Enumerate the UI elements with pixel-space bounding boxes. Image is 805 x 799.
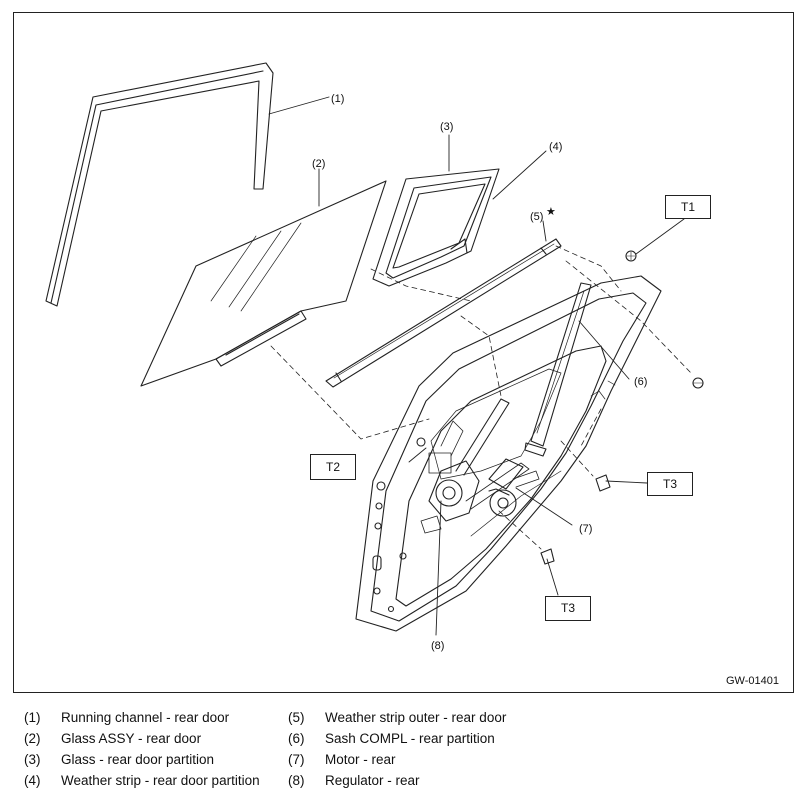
diagram-frame: (1) (2) (3) (4) (5) ★ (6) (7) (8) T1 T2 … [13,12,794,693]
glass-assy-part [140,180,387,387]
running-channel-part [45,62,274,307]
legend-item: (5)Weather strip outer - rear door [288,710,507,725]
callout-6: (6) [634,376,648,388]
callout-3: (3) [440,121,454,133]
legend-item: (3)Glass - rear door partition [24,752,215,767]
torque-label-t1: T1 [665,195,711,219]
sash-part [524,282,592,457]
legend-item: (8)Regulator - rear [288,773,420,788]
exploded-door-drawing [45,62,704,636]
figure-id: GW-01401 [726,675,779,687]
legend-item: (6)Sash COMPL - rear partition [288,731,495,746]
regulator-part [420,398,530,534]
callout-4: (4) [549,141,563,153]
fasteners [416,250,704,565]
callout-5-star-icon: ★ [546,206,556,218]
leader-lines [268,96,685,636]
callout-5: (5) [530,211,544,223]
alignment-lines [270,245,692,550]
legend-item: (4)Weather strip - rear door partition [24,773,260,788]
door-panel-part [355,275,662,632]
legend-item: (1)Running channel - rear door [24,710,230,725]
callout-7: (7) [579,523,593,535]
callout-1: (1) [331,93,345,105]
callout-2: (2) [312,158,326,170]
torque-label-t3-lower: T3 [545,596,591,621]
partition-glass-part [372,168,500,287]
legend-item: (2)Glass ASSY - rear door [24,731,202,746]
weather-strip-outer-part [325,238,562,388]
legend-item: (7)Motor - rear [288,752,396,767]
motor-part [488,458,540,517]
torque-label-t2: T2 [310,454,356,480]
torque-label-t3-upper: T3 [647,472,693,496]
callout-8: (8) [431,640,445,652]
